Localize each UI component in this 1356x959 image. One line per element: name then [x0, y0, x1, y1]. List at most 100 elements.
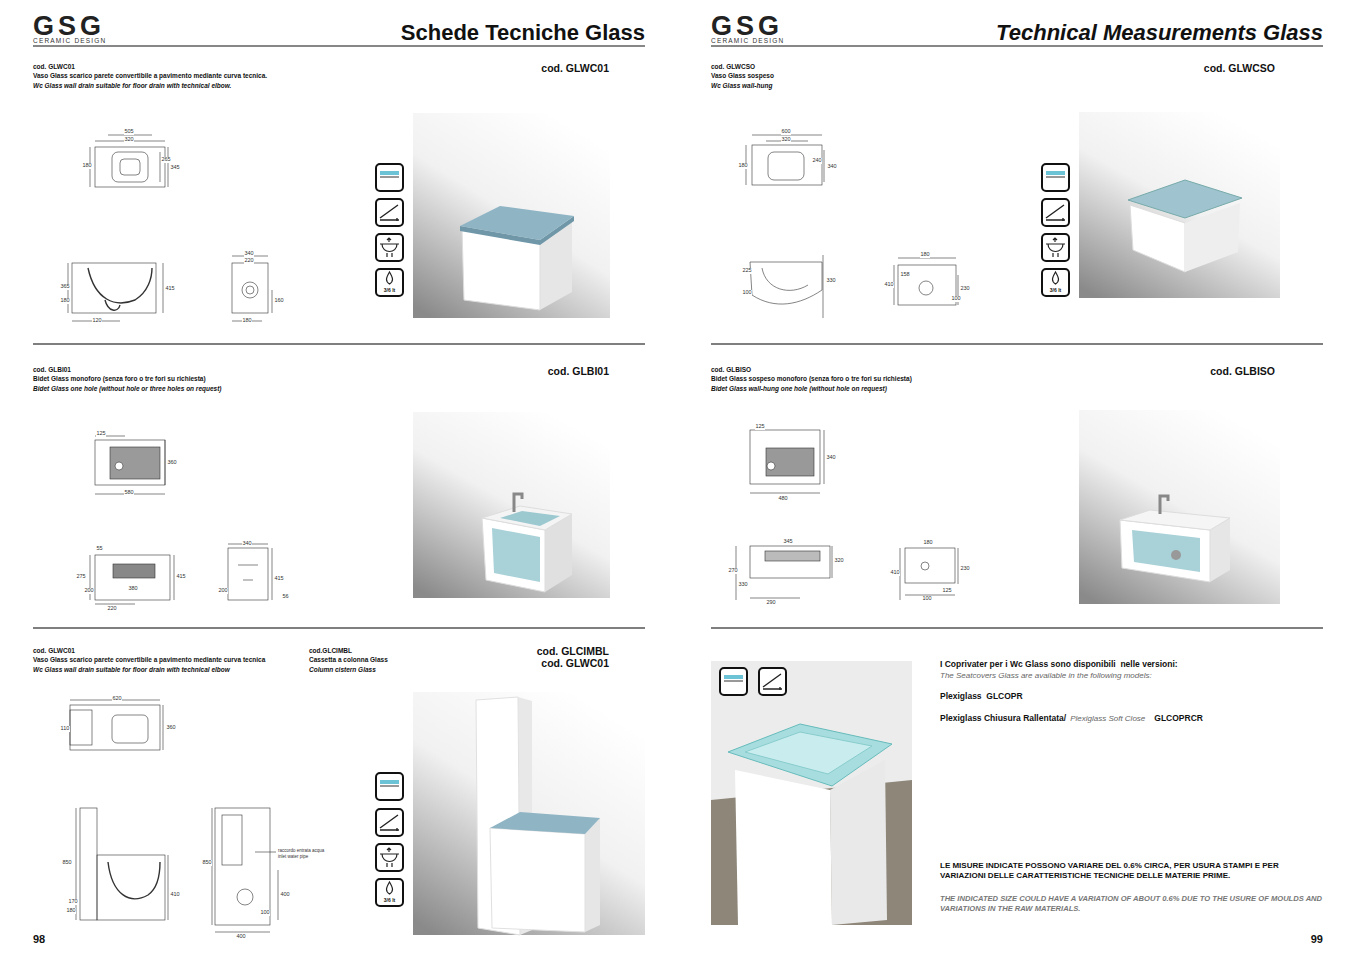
- product-code: cod. GLBI01: [548, 365, 609, 377]
- description-en: Column cistern Glass: [309, 666, 376, 673]
- outlet: [921, 562, 929, 570]
- side-outline: [228, 548, 268, 600]
- photo-ground: [1079, 112, 1280, 298]
- dimension: 400: [280, 892, 290, 898]
- product-code: cod. GLWCSO: [711, 63, 755, 70]
- dimension-line: [750, 430, 824, 493]
- dimension: 365: [60, 284, 70, 290]
- lid-icon: [376, 199, 403, 226]
- dimension: 505: [124, 129, 134, 135]
- dimension: 360: [166, 725, 176, 731]
- wall-line: [762, 255, 823, 318]
- dimension: 380: [128, 586, 138, 592]
- dimension: 200: [84, 588, 94, 594]
- dimension: 345: [783, 539, 793, 545]
- dimension: 410: [884, 282, 894, 288]
- logo: GSG: [711, 13, 783, 40]
- dimension: 220: [244, 258, 254, 264]
- dimension-line: [212, 808, 278, 932]
- bowl-side: [97, 855, 165, 920]
- dimension-line: [746, 135, 824, 185]
- dimension: 240: [812, 158, 822, 164]
- dimension: 320: [781, 137, 791, 143]
- seatcover-code: GLCOPRCR: [1154, 714, 1203, 724]
- description-it: Bidet Glass sospeso monoforo (senza foro…: [711, 375, 912, 382]
- photo-ground: [413, 692, 645, 935]
- bidet-glass: [1132, 530, 1200, 572]
- dimension: 410: [890, 570, 900, 576]
- wc-front: [490, 828, 585, 932]
- product-code: cod.GLCIMBL: [309, 647, 352, 654]
- seatcover-model-en: Plexiglass Soft Close: [1070, 714, 1145, 723]
- dimension: 158: [900, 272, 910, 278]
- wc-side: [585, 818, 600, 932]
- dimension: 160: [274, 298, 284, 304]
- dimension: 125: [942, 588, 952, 594]
- dimension: 275: [76, 574, 86, 580]
- dimension: 230: [960, 286, 970, 292]
- front-outline: [750, 546, 830, 578]
- lid-icon: [376, 809, 403, 836]
- bowl-outline: [112, 152, 148, 182]
- lid-icon: [759, 668, 786, 695]
- plan-outline: [95, 440, 165, 485]
- basin: [766, 448, 814, 476]
- flush-volume: 3/6 lt: [376, 288, 403, 293]
- dimension: 360: [167, 460, 177, 466]
- outlet: [242, 282, 258, 298]
- dimension: 230: [960, 566, 970, 572]
- product-code: cod. GLWCSO: [1204, 62, 1275, 74]
- dimension: 320: [124, 137, 134, 143]
- bowl-inner: [120, 159, 140, 175]
- seatcover-model: Plexiglass GLCOPR: [940, 692, 1023, 702]
- dimension: 100: [922, 596, 932, 602]
- dimension-line: [232, 256, 272, 321]
- dimension: 125: [755, 424, 765, 430]
- dimension: 330: [738, 582, 748, 588]
- dimension: 180: [60, 298, 70, 304]
- page-number: 99: [1311, 933, 1323, 946]
- seat-top: [490, 812, 600, 834]
- wc-front: [735, 770, 832, 925]
- flush-icon: [376, 269, 403, 296]
- dimension: 200: [218, 588, 228, 594]
- dimension-line: [894, 258, 958, 305]
- bowl-outline: [112, 715, 148, 743]
- description-it: Bidet Glass monoforo (senza foro o tre f…: [33, 375, 206, 382]
- product-code: cod. GLWC01: [33, 647, 75, 654]
- seat-icon: [1042, 164, 1069, 191]
- dimension: 290: [766, 600, 776, 606]
- dimension: 345: [170, 165, 180, 171]
- tap-hole: [115, 462, 123, 470]
- dimension: 56: [282, 594, 289, 600]
- product-code: cod. GLWC01: [33, 63, 75, 70]
- description-it: Vaso Glass scarico parete convertibile a…: [33, 72, 267, 79]
- plan-outline: [70, 705, 160, 750]
- drain: [1171, 550, 1181, 560]
- photo-ground: [1079, 410, 1280, 604]
- logo-subtitle: CERAMIC DESIGN: [33, 37, 107, 44]
- dimension: 170: [68, 899, 78, 905]
- back-outline: [215, 808, 270, 925]
- dimension: 120: [92, 318, 102, 324]
- dimension: 180: [242, 318, 252, 324]
- seat-top: [460, 206, 574, 240]
- seat-top: [1128, 180, 1242, 218]
- back-outline: [232, 263, 268, 313]
- seatcover-note-en: The Seatcovers Glass are available in th…: [940, 671, 1152, 680]
- dimension-line: [90, 135, 168, 187]
- dimension: 600: [781, 129, 791, 135]
- product-code: cod. GLWC01: [541, 62, 609, 74]
- bidet-top: [1120, 510, 1230, 530]
- dimension: 225: [742, 268, 752, 274]
- description-en: Bidet Glass one hole (without hole or th…: [33, 385, 222, 392]
- dimension: 265: [161, 157, 171, 163]
- dimension: 620: [112, 696, 122, 702]
- description-en: Bidet Glass wall-hung one hole (without …: [711, 385, 887, 392]
- flush-icon: [1042, 269, 1069, 296]
- section-rule: [33, 344, 1323, 628]
- faucet: [514, 494, 522, 512]
- wc-side: [830, 760, 887, 925]
- plan-outline: [95, 147, 165, 187]
